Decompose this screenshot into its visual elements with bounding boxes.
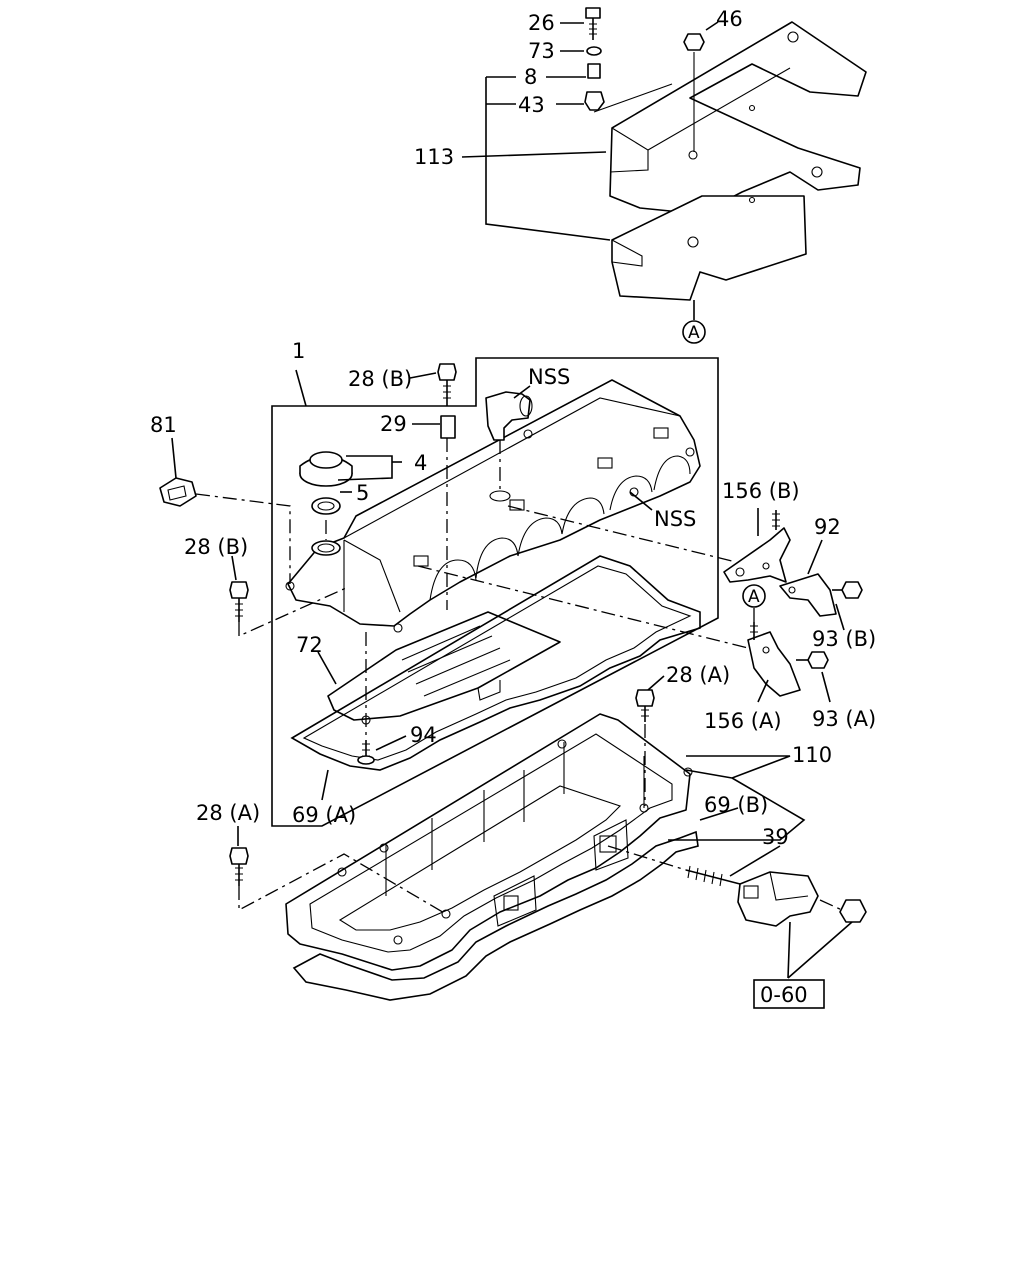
callout-39: 39 — [762, 825, 789, 849]
stud-39 — [685, 865, 741, 887]
collar-29 — [440, 415, 456, 439]
nut-46 — [683, 33, 705, 51]
ref-box-0-60 — [753, 979, 825, 1009]
callout-28a-mid: 28 (A) — [666, 663, 730, 687]
seal-ring-5 — [311, 497, 341, 515]
gasket-69b — [292, 830, 699, 1001]
gasket-69a — [290, 555, 701, 771]
collar-8 — [587, 63, 601, 79]
breather-elbow-nss — [485, 391, 533, 441]
callout-28a-left: 28 (A) — [196, 801, 260, 825]
callout-4: 4 — [414, 451, 427, 475]
oil-filler-cap-4 — [299, 451, 353, 487]
bracket-92 — [779, 573, 837, 617]
callout-69a: 69 (A) — [292, 803, 356, 827]
callout-0-60: 0-60 — [760, 983, 808, 1007]
reference-a-mid — [742, 584, 766, 608]
heat-shield-113 — [609, 21, 867, 301]
callout-nss-top: NSS — [528, 365, 570, 389]
reference-a-mid-label: A — [748, 587, 760, 607]
bolt-28a-left — [229, 847, 249, 886]
reference-a-top — [682, 320, 706, 344]
bolt-93a — [796, 651, 829, 669]
bracket-156a — [747, 622, 801, 697]
callout-nss-side: NSS — [654, 507, 696, 531]
callout-72: 72 — [296, 633, 323, 657]
position-sensor — [737, 871, 867, 927]
grommet-43 — [584, 91, 605, 111]
callout-5: 5 — [356, 481, 369, 505]
callout-29: 29 — [380, 412, 407, 436]
clip-81 — [159, 477, 197, 507]
callout-110: 110 — [792, 743, 832, 767]
bolt-28b-left — [229, 581, 249, 622]
callout-113: 113 — [414, 145, 454, 169]
housing-110 — [285, 713, 693, 971]
callout-93a: 93 (A) — [812, 707, 876, 731]
callout-69b: 69 (B) — [704, 793, 768, 817]
callout-73: 73 — [528, 39, 555, 63]
bolt-26 — [585, 7, 601, 40]
callout-156b: 156 (B) — [722, 479, 800, 503]
bolt-28b-top — [437, 363, 457, 406]
bolt-94 — [357, 740, 375, 765]
callout-28b-left: 28 (B) — [184, 535, 248, 559]
reference-a-top-label: A — [688, 323, 700, 343]
bolt-93b — [832, 581, 863, 599]
callout-81: 81 — [150, 413, 177, 437]
callout-26: 26 — [528, 11, 555, 35]
callout-93b: 93 (B) — [812, 627, 876, 651]
callout-43: 43 — [518, 93, 545, 117]
bolt-28a-mid — [635, 689, 655, 722]
callout-1: 1 — [292, 339, 305, 363]
washer-73 — [586, 46, 602, 56]
callout-46: 46 — [716, 7, 743, 31]
callout-8: 8 — [524, 65, 537, 89]
head-cover-1 — [285, 379, 701, 633]
callout-28b-top: 28 (B) — [348, 367, 412, 391]
bracket-156b — [723, 510, 791, 583]
callout-94: 94 — [410, 723, 437, 747]
callout-92: 92 — [814, 515, 841, 539]
callout-156a: 156 (A) — [704, 709, 782, 733]
baffle-plate-72 — [327, 611, 561, 725]
